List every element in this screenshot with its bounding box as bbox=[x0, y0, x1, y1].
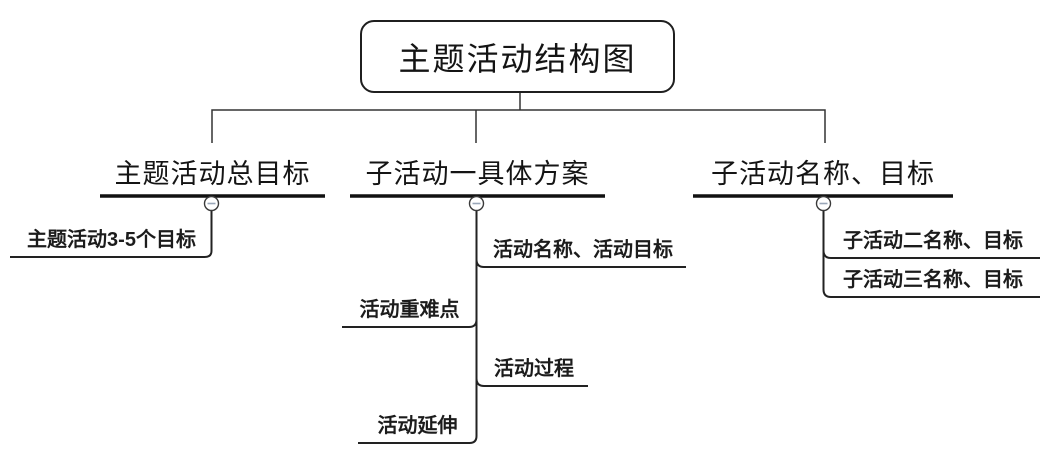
subtopic-goal-3-5[interactable]: 主题活动3-5个目标 bbox=[27, 229, 196, 251]
branch-topic-1[interactable]: 主题活动总目标 bbox=[114, 159, 311, 189]
connector-rail bbox=[211, 109, 826, 143]
branch2-child2-line bbox=[342, 319, 478, 328]
branch2-child3-line bbox=[475, 378, 588, 387]
branch2-trunk-line bbox=[358, 210, 478, 444]
subtopic-activity-process[interactable]: 活动过程 bbox=[494, 358, 574, 380]
subtopic-subactivity-2[interactable]: 子活动二名称、目标 bbox=[843, 230, 1023, 252]
collapse-button-branch3[interactable] bbox=[815, 195, 832, 212]
subtopic-activity-name-goal[interactable]: 活动名称、活动目标 bbox=[493, 239, 673, 261]
subtopic-activity-extension[interactable]: 活动延伸 bbox=[377, 415, 458, 437]
branch3-trunk-line bbox=[822, 210, 1040, 298]
branch-topic-3[interactable]: 子活动名称、目标 bbox=[711, 159, 935, 189]
root-topic[interactable]: 主题活动结构图 bbox=[360, 20, 675, 93]
collapse-button-branch2[interactable] bbox=[468, 195, 485, 212]
branch1-child-line bbox=[10, 210, 213, 258]
subtopic-subactivity-3[interactable]: 子活动三名称、目标 bbox=[843, 269, 1023, 291]
branch2-child1-line bbox=[475, 259, 686, 268]
branch-topic-2[interactable]: 子活动一具体方案 bbox=[365, 159, 590, 189]
subtopic-activity-key-points[interactable]: 活动重难点 bbox=[359, 299, 460, 321]
collapse-button-branch1[interactable] bbox=[203, 195, 220, 212]
branch3-child1-line bbox=[822, 250, 1040, 259]
